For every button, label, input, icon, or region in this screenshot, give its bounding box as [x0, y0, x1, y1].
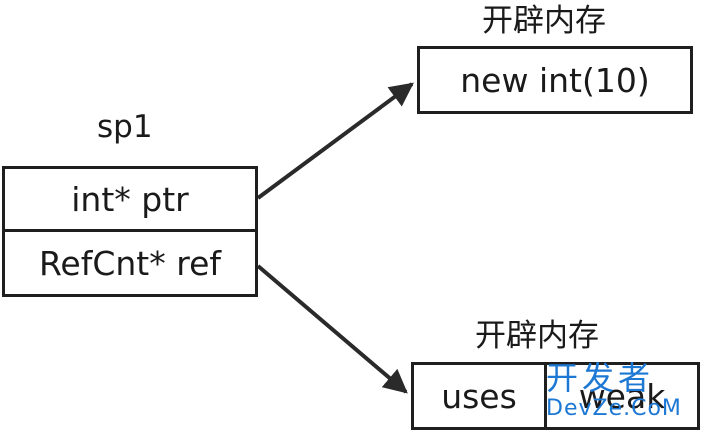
heap-refcnt-caption: 开辟内存: [475, 318, 599, 354]
heap-int-box: new int(10): [417, 46, 693, 114]
sp1-field-ptr-text: int* ptr: [71, 179, 189, 219]
refcnt-field-uses-text: uses: [441, 376, 517, 416]
watermark-top-text: 开发者: [546, 359, 655, 397]
site-watermark: 开发者 DevZe.CoM: [544, 362, 700, 426]
refcnt-field-uses: uses: [411, 362, 547, 430]
arrow-ref-to-refcnt: [256, 264, 408, 394]
watermark-bottom-text: DevZe.CoM: [546, 396, 682, 421]
refcnt-field-weak: weak: [544, 362, 700, 430]
heap-int-text: new int(10): [460, 60, 650, 100]
refcnt-field-weak-text: weak: [578, 376, 666, 416]
sp1-field-ptr: int* ptr: [2, 166, 258, 232]
heap-int-caption: 开辟内存: [482, 3, 606, 39]
sp1-label: sp1: [97, 109, 153, 145]
arrow-ptr-to-int: [256, 82, 414, 200]
sp1-field-ref: RefCnt* ref: [2, 229, 258, 297]
sp1-field-ref-text: RefCnt* ref: [38, 243, 221, 283]
